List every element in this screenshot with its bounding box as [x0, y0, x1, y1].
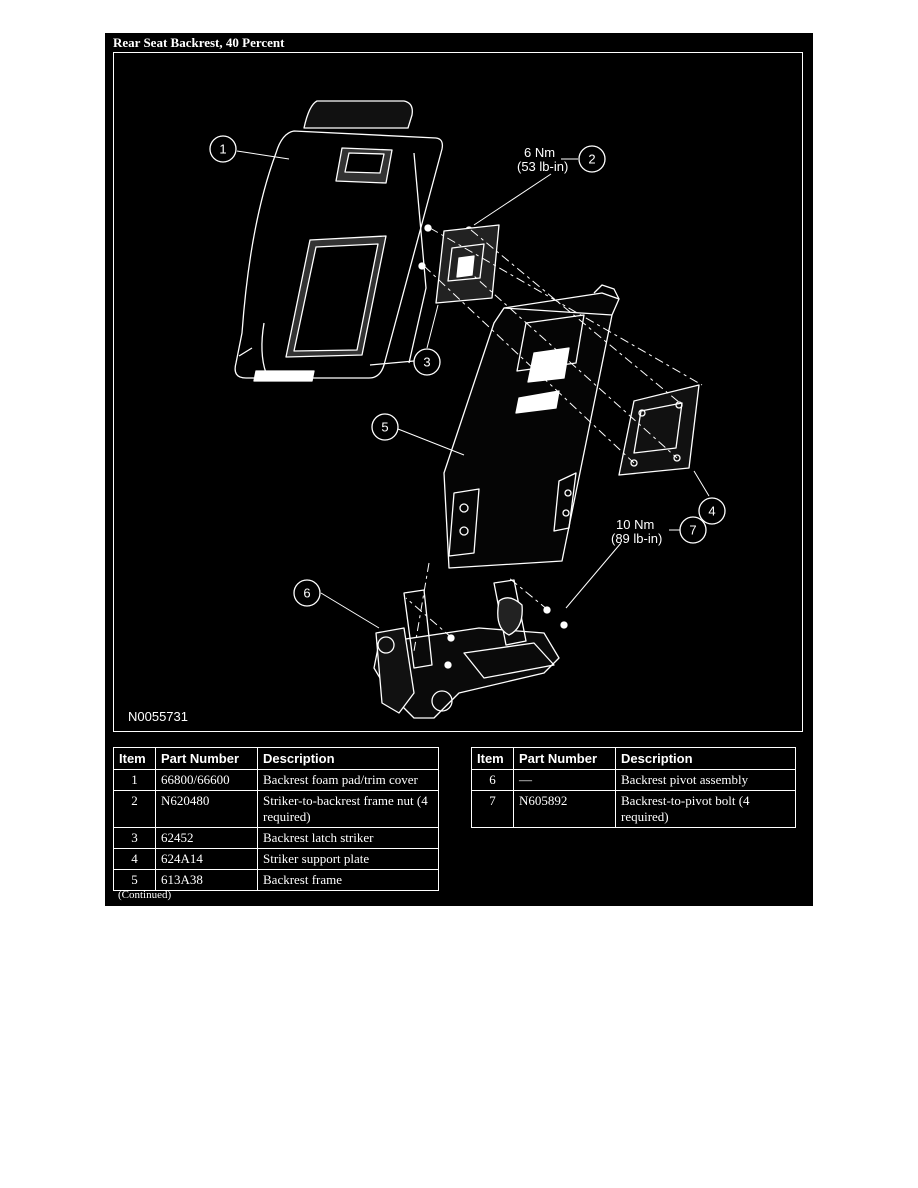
cell-item: 7 [471, 790, 514, 828]
callout-5: 5 [381, 420, 388, 435]
table-row: 4 624A14 Striker support plate [113, 848, 439, 870]
cell-part-number: 66800/66600 [155, 769, 258, 791]
cell-part-number: 613A38 [155, 869, 258, 891]
callout-1: 1 [219, 142, 226, 157]
cell-item: 5 [113, 869, 156, 891]
callout-2: 2 [588, 152, 595, 167]
pivot-assembly-drawing [373, 579, 560, 719]
torque-2-nm: 6 Nm [524, 145, 555, 160]
cell-description: Backrest pivot assembly [615, 769, 796, 791]
backrest-frame-drawing [443, 284, 620, 569]
cell-part-number: — [513, 769, 616, 791]
header-item: Item [471, 747, 514, 770]
table-row: 6 — Backrest pivot assembly [471, 769, 796, 791]
header-description: Description [615, 747, 796, 770]
figure-title: Rear Seat Backrest, 40 Percent [113, 35, 285, 50]
cell-description: Striker-to-backrest frame nut (4 require… [257, 790, 439, 828]
cell-part-number: 624A14 [155, 848, 258, 870]
cell-item: 1 [113, 769, 156, 791]
cell-part-number: N605892 [513, 790, 616, 828]
table-header-row: Item Part Number Description [113, 747, 439, 770]
table-row: 3 62452 Backrest latch striker [113, 827, 439, 849]
cell-item: 6 [471, 769, 514, 791]
header-description: Description [257, 747, 439, 770]
parts-table-right: Item Part Number Description 6 — Backres… [471, 747, 796, 828]
cell-item: 2 [113, 790, 156, 828]
table-header-row: Item Part Number Description [471, 747, 796, 770]
foam-pad-drawing [234, 100, 444, 382]
cell-description: Backrest latch striker [257, 827, 439, 849]
support-plate-drawing [618, 384, 700, 476]
table-row: 1 66800/66600 Backrest foam pad/trim cov… [113, 769, 439, 791]
cell-description: Backrest foam pad/trim cover [257, 769, 439, 791]
figure-panel: Rear Seat Backrest, 40 Percent [105, 33, 813, 906]
cell-description: Backrest frame [257, 869, 439, 891]
pivot-bolts-drawing [444, 606, 568, 669]
header-part-number: Part Number [513, 747, 616, 770]
figure-code: N0055731 [128, 709, 188, 724]
cell-description: Backrest-to-pivot bolt (4 required) [615, 790, 796, 828]
callout-4: 4 [708, 504, 715, 519]
cell-item: 3 [113, 827, 156, 849]
cell-item: 4 [113, 848, 156, 870]
torque-2-lbin: (53 lb-in) [517, 159, 568, 174]
torque-7-nm: 10 Nm [616, 517, 654, 532]
callout-6: 6 [303, 586, 310, 601]
callout-7: 7 [689, 523, 696, 538]
header-part-number: Part Number [155, 747, 258, 770]
diagram-svg: 1 2 3 4 5 6 7 6 Nm (53 lb-in) 10 Nm (89 … [128, 100, 726, 724]
exploded-diagram: 1 2 3 4 5 6 7 6 Nm (53 lb-in) 10 Nm (89 … [113, 52, 803, 732]
torque-7-lbin: (89 lb-in) [611, 531, 662, 546]
cell-part-number: 62452 [155, 827, 258, 849]
cell-description: Striker support plate [257, 848, 439, 870]
parts-table-left: Item Part Number Description 1 66800/666… [113, 747, 439, 891]
table-row: 2 N620480 Striker-to-backrest frame nut … [113, 790, 439, 828]
table-row: 5 613A38 Backrest frame [113, 869, 439, 891]
latch-striker-drawing [435, 224, 500, 304]
callout-3: 3 [423, 355, 430, 370]
cell-part-number: N620480 [155, 790, 258, 828]
continued-note: (Continued) [118, 889, 172, 901]
table-row: 7 N605892 Backrest-to-pivot bolt (4 requ… [471, 790, 796, 828]
header-item: Item [113, 747, 156, 770]
